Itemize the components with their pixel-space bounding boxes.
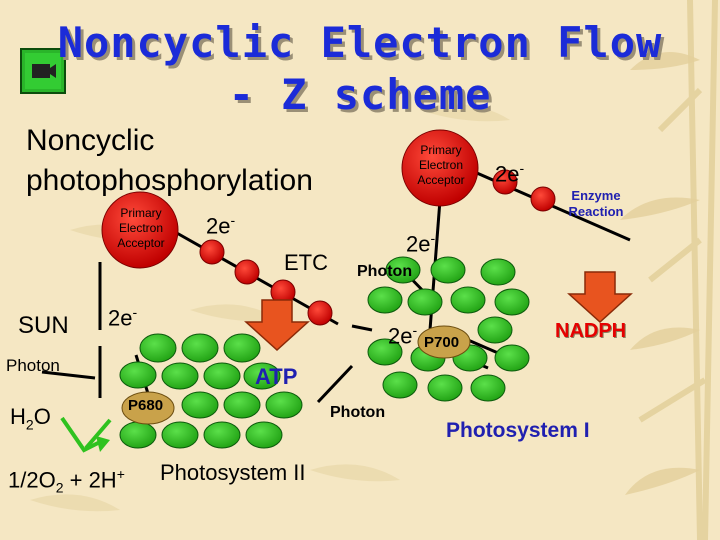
water-label: H2O <box>10 404 51 433</box>
electron-label-2: 2e- <box>108 304 138 331</box>
acceptor-ps1 <box>401 129 479 207</box>
arrow-down-icon <box>567 271 633 324</box>
p680-label: P680 <box>128 397 164 414</box>
photophosphorylation-label: photophosphorylation <box>26 164 313 197</box>
title-line-1: Noncyclic Electron Flow <box>57 18 663 67</box>
electron-label-5: 2e- <box>495 160 525 187</box>
photon-label-2: Photon <box>357 263 413 280</box>
acceptor-ps2 <box>101 191 179 269</box>
atp-label: ATP <box>255 364 298 389</box>
etc-label: ETC <box>284 250 328 275</box>
presentation-icon[interactable] <box>20 48 66 94</box>
p700-pigment <box>417 325 471 359</box>
photon-label-3: Photon <box>330 404 386 421</box>
photosystem-i-label: Photosystem I <box>446 419 590 442</box>
nadph-label: NADPH <box>555 320 627 342</box>
sun-label: SUN <box>18 312 69 339</box>
title-line-2: - Z scheme <box>228 70 492 119</box>
primary-acceptor-label-ps1: Primary Electron Acceptor <box>417 143 465 187</box>
noncyclic-label: Noncyclic <box>26 124 155 157</box>
primary-acceptor-label-ps2: Primary Electron Acceptor <box>117 206 165 250</box>
etc-carriers <box>199 169 556 326</box>
p680-pigment <box>121 391 175 425</box>
oxygen-label: 1/2O2 + 2H+ <box>8 466 125 496</box>
electron-label-4: 2e- <box>388 322 418 349</box>
p700-label: P700 <box>424 334 460 351</box>
photosystem-ii-pigments <box>119 333 303 449</box>
photosystem-ii-label: Photosystem II <box>160 460 306 485</box>
water-arrow <box>60 416 101 453</box>
photon-label-1: Photon <box>6 356 60 375</box>
electron-label-3: 2e- <box>406 230 436 257</box>
electron-label-1: 2e- <box>206 212 236 239</box>
arrow-down-icon <box>244 299 310 352</box>
enzyme-reaction-label: Enzyme Reaction <box>568 188 624 219</box>
